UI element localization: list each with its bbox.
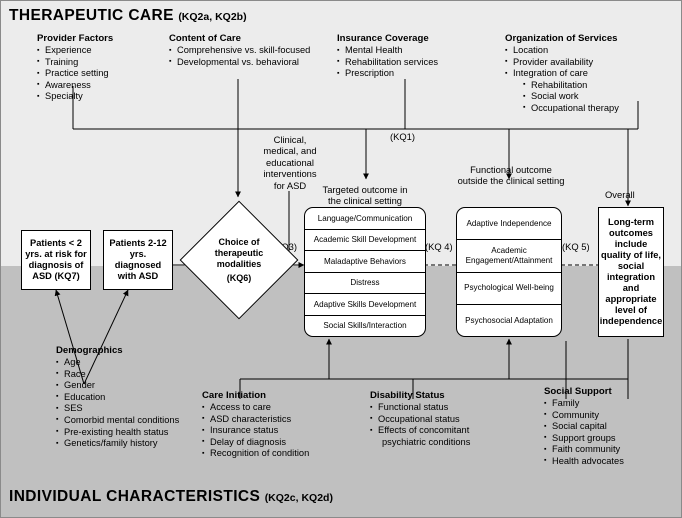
group-list: Family Community Social capital Support … <box>544 398 624 468</box>
group-social-support: Social Support Family Community Social c… <box>544 386 624 468</box>
interventions-caption: Clinical, medical, and educational inter… <box>263 134 317 191</box>
list-item: Location <box>505 45 619 57</box>
population-box-2-to-12: Patients 2-12 yrs. diagnosed with ASD <box>103 230 173 290</box>
list-item: Rehabilitation services <box>337 56 438 69</box>
stack-row: Adaptive Independence <box>457 208 561 241</box>
stack-row: Distress <box>305 273 425 294</box>
list-item: Genetics/family history <box>56 438 179 450</box>
group-title: Demographics <box>56 345 123 356</box>
group-list: Age Race Gender Education SES Comorbid m… <box>56 357 179 450</box>
group-title: Organization of Services <box>505 33 618 44</box>
list-item-continuation: psychiatric conditions <box>382 436 471 447</box>
list-subitem: Social work <box>505 91 619 103</box>
list-item: Comorbid mental conditions <box>56 414 179 427</box>
list-item: Mental Health <box>337 45 438 57</box>
kq-label-kq1: (KQ1) <box>390 131 416 142</box>
group-list: Comprehensive vs. skill-focused Developm… <box>169 45 310 68</box>
group-title: Provider Factors <box>37 33 114 44</box>
list-item: Community <box>544 409 624 422</box>
long-term-outcomes-box: Long-term outcomes include quality of li… <box>598 207 664 337</box>
list-item: Delay of diagnosis <box>202 436 309 449</box>
list-item: Health advocates <box>544 455 624 468</box>
stack-row: Academic Engagement/Attainment <box>457 240 561 273</box>
list-item: Education <box>56 391 179 404</box>
list-item: Gender <box>56 380 179 392</box>
stack-row: Adaptive Skills Development <box>305 294 425 316</box>
group-title: Care Initiation <box>202 390 266 401</box>
stack-row: Language/Communication <box>305 208 425 230</box>
list-item: Experience <box>37 45 113 57</box>
diamond-kq: (KQ6) <box>226 272 252 283</box>
kq-label-kq5: (KQ 5) <box>562 241 590 252</box>
group-provider-factors: Provider Factors Experience Training Pra… <box>37 33 113 103</box>
list-item: Age <box>56 357 179 369</box>
stack-row: Academic Skill Development <box>305 230 425 251</box>
group-title: Insurance Coverage <box>337 33 429 44</box>
list-item: Social capital <box>544 421 624 433</box>
group-list: Experience Training Practice setting Awa… <box>37 45 113 103</box>
group-insurance-coverage: Insurance Coverage Mental Health Rehabil… <box>337 33 438 80</box>
list-item: Prescription <box>337 68 438 80</box>
decision-diamond: Choice of therapeutic modalities (KQ6) <box>179 200 299 320</box>
top-band-title: THERAPEUTIC CARE (KQ2a, KQ2b) <box>9 7 247 24</box>
list-item: Functional status <box>370 402 470 414</box>
group-list: Mental Health Rehabilitation services Pr… <box>337 45 438 80</box>
list-item: Faith community <box>544 444 624 456</box>
group-care-initiation: Care Initiation Access to care ASD chara… <box>202 390 309 460</box>
kq-label-kq4: (KQ 4) <box>425 241 453 252</box>
list-item: Provider availability <box>505 56 619 69</box>
group-list: Location Provider availability Integrati… <box>505 45 619 115</box>
list-item: Insurance status <box>202 425 309 437</box>
stack-row: Psychological Well-being <box>457 273 561 305</box>
list-item: Specialty <box>37 91 113 103</box>
group-organization-of-services: Organization of Services Location Provid… <box>505 33 619 115</box>
group-content-of-care: Content of Care Comprehensive vs. skill-… <box>169 33 310 68</box>
population-box-under-2: Patients < 2 yrs. at risk for diagnosis … <box>21 230 91 290</box>
functional-outcome-caption: Functional outcome outside the clinical … <box>457 164 565 187</box>
list-item: Race <box>56 368 179 381</box>
list-item: Support groups <box>544 432 624 445</box>
list-item: Developmental vs. behavioral <box>169 56 310 69</box>
list-item: Effects of concomitant <box>370 425 470 437</box>
list-item: Recognition of condition <box>202 448 309 460</box>
bottom-band-title: INDIVIDUAL CHARACTERISTICS (KQ2c, KQ2d) <box>9 488 333 505</box>
list-item: SES <box>56 403 179 415</box>
list-item: Access to care <box>202 402 309 414</box>
group-disability-status: Disability Status Functional status Occu… <box>370 390 470 448</box>
list-item: Occupational status <box>370 413 470 426</box>
list-item: ASD characteristics <box>202 413 309 426</box>
targeted-outcome-caption: Targeted outcome in the clinical setting <box>322 184 408 207</box>
stack-row: Maladaptive Behaviors <box>305 251 425 273</box>
stack-row: Social Skills/Interaction <box>323 321 407 331</box>
list-item: Awareness <box>37 79 113 92</box>
functional-outcome-stack: Adaptive Independence Academic Engagemen… <box>456 207 562 337</box>
group-title: Disability Status <box>370 390 445 401</box>
list-item: Integration of care <box>505 68 619 80</box>
targeted-outcome-stack: Language/Communication Academic Skill De… <box>304 207 426 337</box>
list-item: Family <box>544 398 624 410</box>
list-item: Pre-existing health status <box>56 426 179 439</box>
group-title: Content of Care <box>169 33 241 44</box>
diamond-label: Choice of therapeutic modalities <box>214 236 264 269</box>
list-item: Practice setting <box>37 68 113 80</box>
list-subitem: Rehabilitation <box>505 79 619 92</box>
stack-row: Psychosocial Adaptation <box>465 315 553 325</box>
group-list: Access to care ASD characteristics Insur… <box>202 402 309 460</box>
diamond-text: Choice of therapeutic modalities (KQ6) <box>197 218 281 302</box>
list-subitem: Occupational therapy <box>505 102 619 115</box>
list-item: Training <box>37 56 113 69</box>
list-item: Comprehensive vs. skill-focused <box>169 45 310 57</box>
group-title: Social Support <box>544 386 612 397</box>
overall-caption: Overall <box>605 189 635 200</box>
group-demographics: Demographics Age Race Gender Education S… <box>56 345 179 450</box>
group-list: Functional status Occupational status Ef… <box>370 402 470 448</box>
